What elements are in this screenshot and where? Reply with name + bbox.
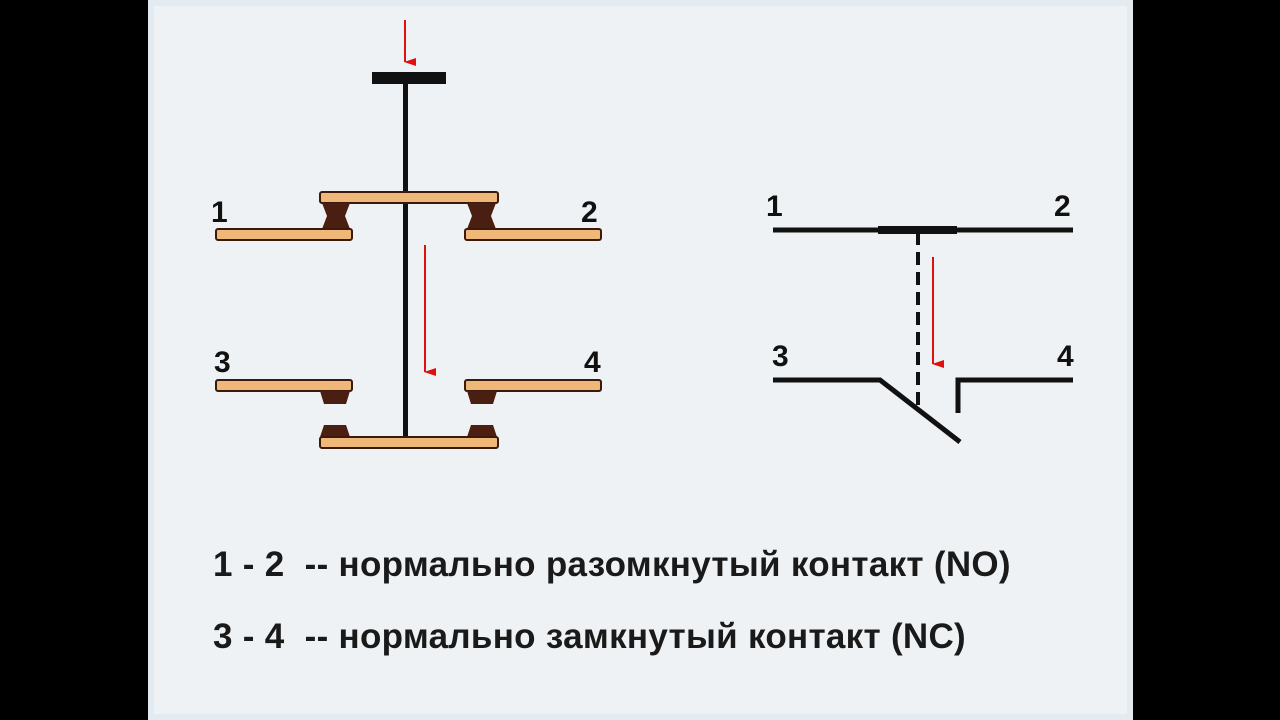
nc-contact-line-4 xyxy=(955,377,1073,413)
legend-no: 1 - 2 -- нормально разомкнутый контакт (… xyxy=(213,545,1011,585)
diagram-panel xyxy=(148,0,1133,720)
push-button xyxy=(372,72,446,84)
fixed-contact-4 xyxy=(464,379,602,392)
schematic-label-1: 1 xyxy=(766,190,783,223)
fixed-contact-3 xyxy=(215,379,353,392)
nc-contact-line-3 xyxy=(773,377,962,444)
schematic-label-3: 3 xyxy=(772,340,789,373)
label-terminal-3: 3 xyxy=(214,346,231,379)
schematic-label-4: 4 xyxy=(1057,340,1074,373)
legend-nc-text: -- нормально замкнутый контакт (NC) xyxy=(304,617,967,656)
lower-fixed-tip-right xyxy=(467,391,497,404)
label-terminal-1: 1 xyxy=(211,196,228,229)
fixed-contact-1 xyxy=(215,228,353,241)
physical-contact-drawing: 1 2 3 4 xyxy=(211,20,602,449)
lower-moving-tip-left xyxy=(320,425,350,437)
lower-fixed-tip-left xyxy=(320,391,350,404)
upper-contact-left xyxy=(322,203,350,229)
upper-moving-bridge xyxy=(319,191,499,204)
schematic-label-2: 2 xyxy=(1054,190,1071,223)
upper-contact-right xyxy=(467,203,496,229)
label-terminal-2: 2 xyxy=(581,196,598,229)
legend-no-text: -- нормально разомкнутый контакт (NO) xyxy=(304,545,1011,584)
lower-moving-bridge xyxy=(319,436,499,449)
fixed-contact-2 xyxy=(464,228,602,241)
legend-nc-pair: 3 - 4 xyxy=(213,617,285,656)
schematic-symbol: 1 2 3 4 xyxy=(766,190,1074,444)
legend-no-pair: 1 - 2 xyxy=(213,545,285,584)
lower-moving-tip-right xyxy=(467,425,497,437)
legend-nc: 3 - 4 -- нормально замкнутый контакт (NC… xyxy=(213,617,966,657)
label-terminal-4: 4 xyxy=(584,346,601,379)
plunger-stem xyxy=(403,84,408,440)
